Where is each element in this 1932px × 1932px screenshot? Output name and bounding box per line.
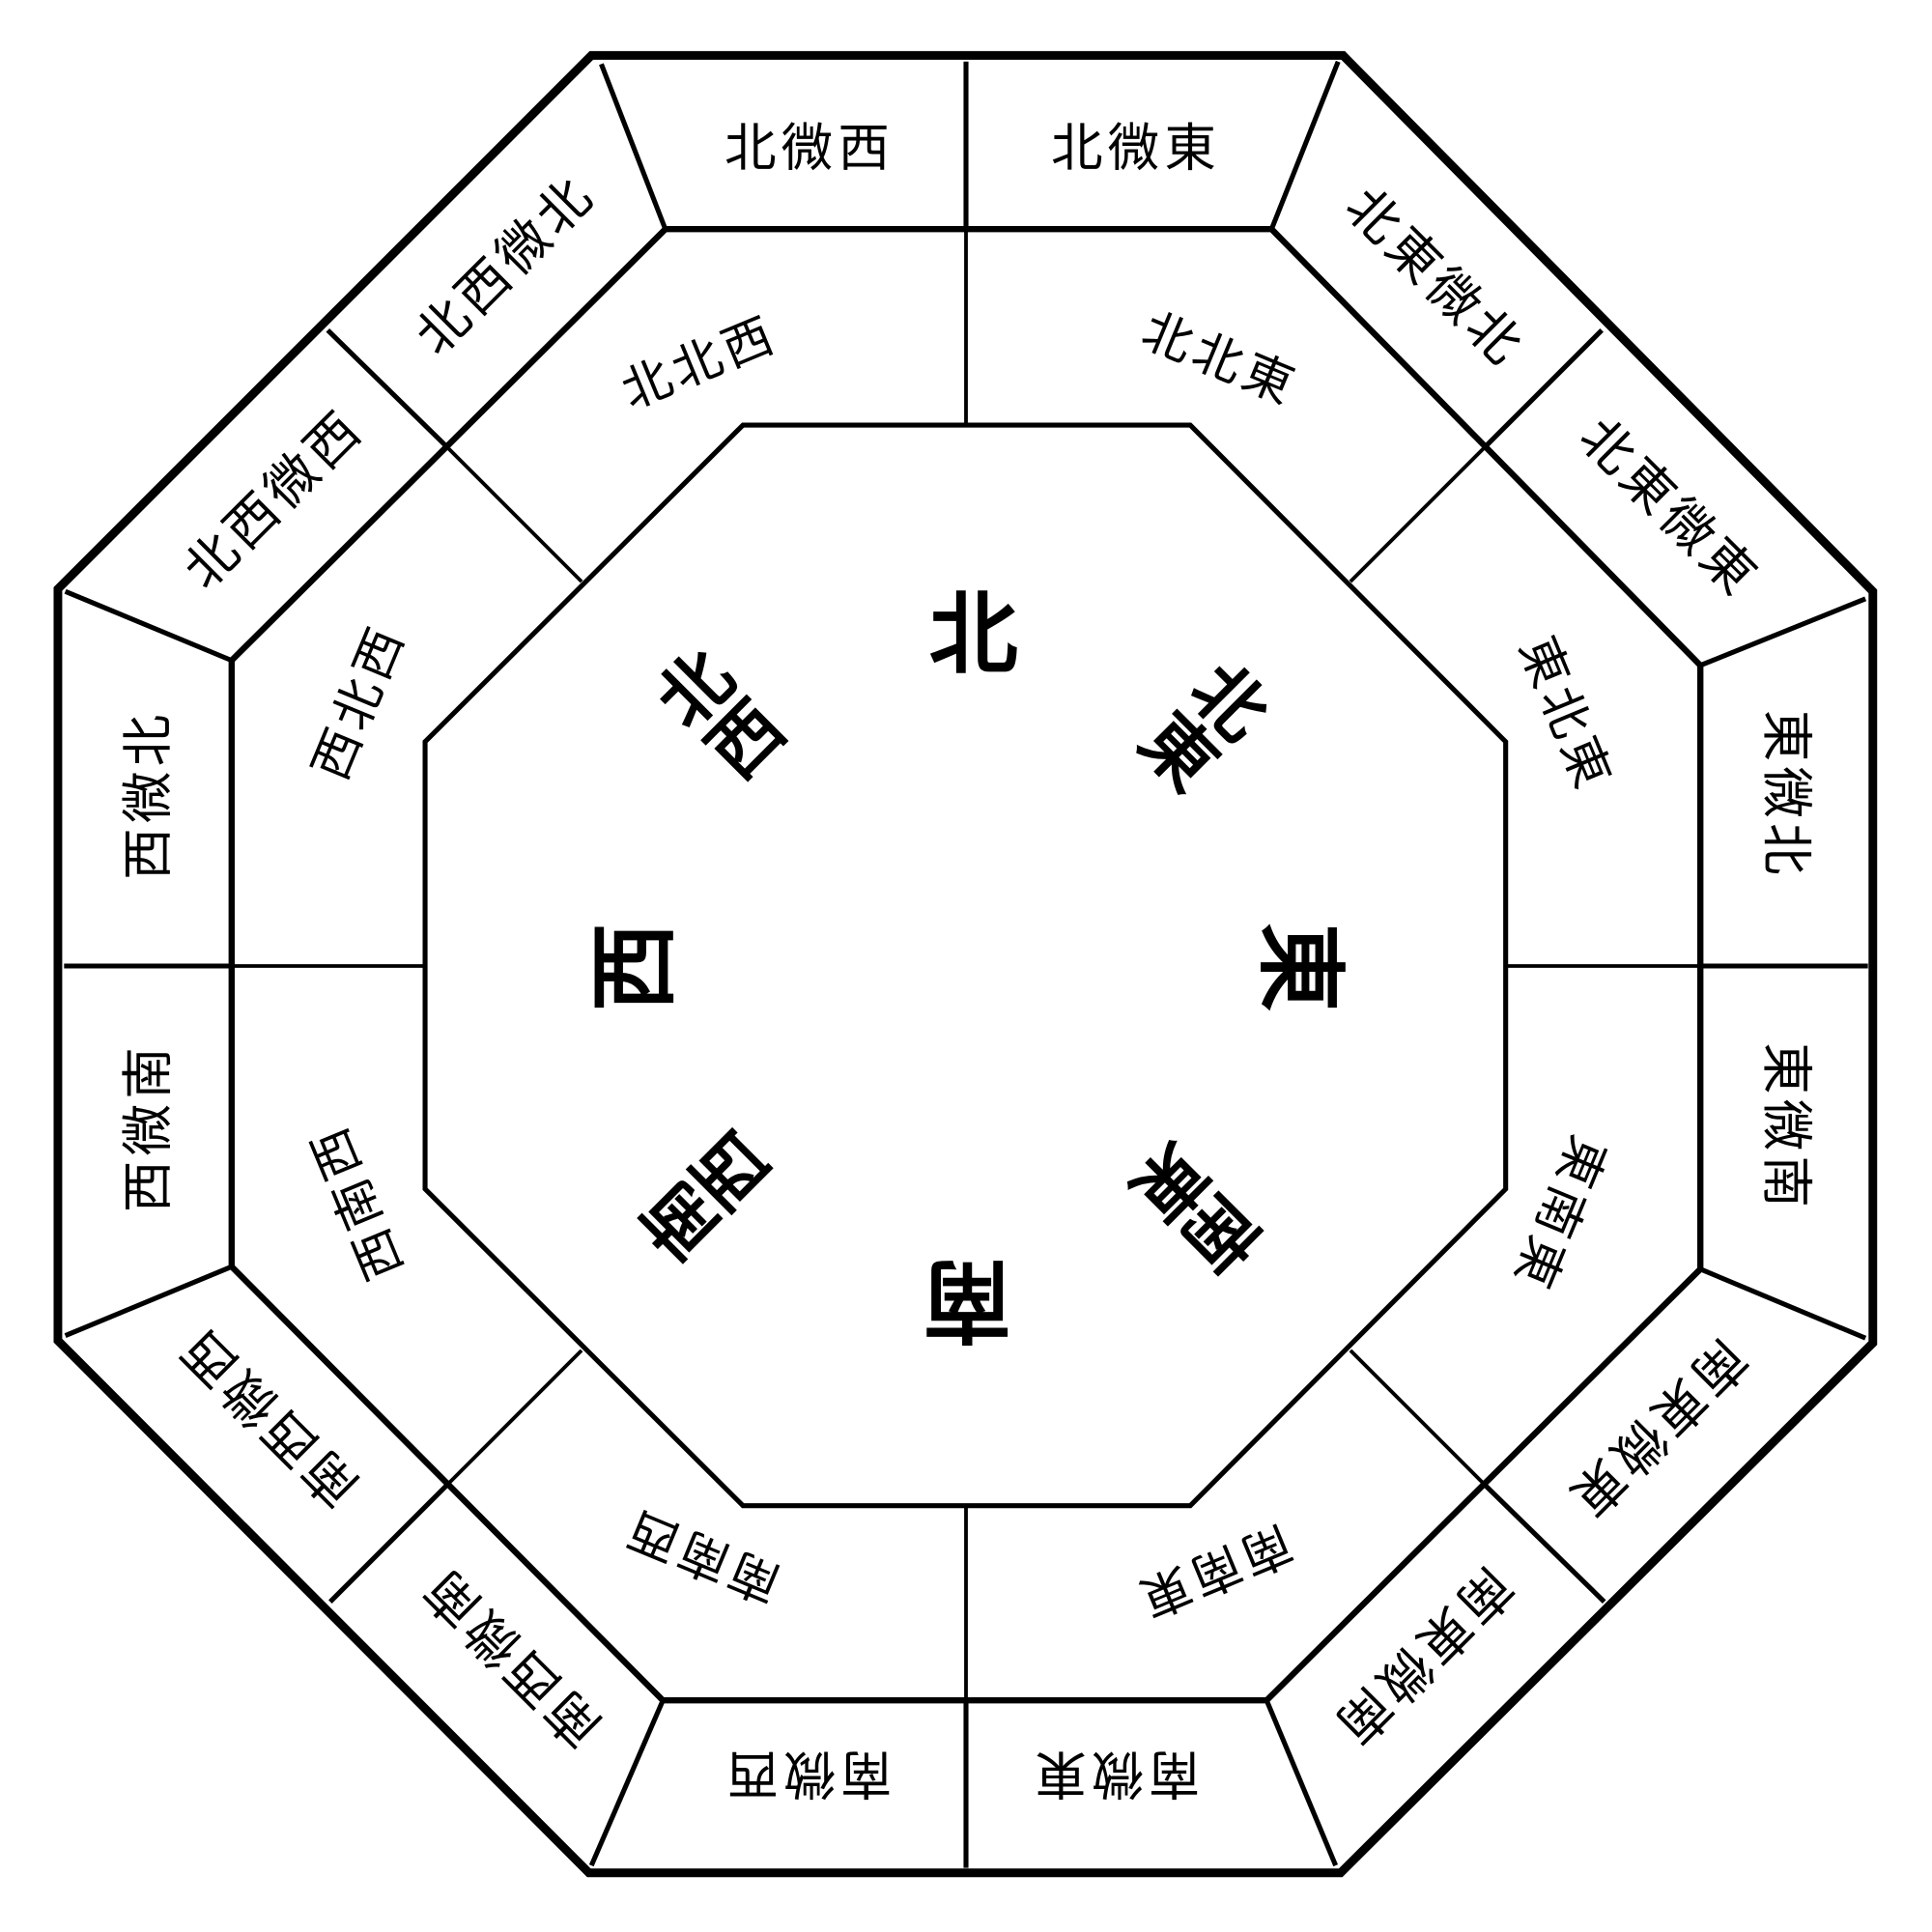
middle-ring-dividers <box>231 229 1701 1701</box>
label-north: 北 <box>929 582 1018 686</box>
label-wnw: 西北西 <box>302 616 417 788</box>
label-se-by-s: 南東微南 <box>1321 1555 1524 1758</box>
label-south: 南 <box>923 1248 1011 1351</box>
label-s-by-w: 南微西 <box>722 1744 892 1804</box>
label-sse: 南南東 <box>1127 1514 1299 1629</box>
label-northeast: 北東 <box>1122 640 1281 800</box>
label-w-by-n: 西微北 <box>118 710 179 880</box>
label-nw-by-w: 北西微西 <box>172 397 375 600</box>
label-e-by-s: 東微南 <box>1756 1042 1817 1212</box>
label-n-by-e: 北微東 <box>1051 118 1221 179</box>
label-southeast: 南東 <box>1122 1125 1281 1285</box>
label-ne-by-n: 北東微北 <box>1334 176 1537 379</box>
label-west: 西 <box>582 923 686 1011</box>
label-s-by-e: 南微東 <box>1030 1744 1200 1804</box>
label-e-by-n: 東微北 <box>1756 710 1817 880</box>
label-nw-by-n: 北西微北 <box>404 163 607 366</box>
label-ene: 東北東 <box>1507 629 1622 801</box>
label-northwest: 北西 <box>635 638 794 797</box>
label-east: 東 <box>1248 923 1351 1011</box>
label-ne-by-e: 北東微東 <box>1568 406 1771 609</box>
label-nne: 北北東 <box>1134 302 1306 417</box>
label-se-by-e: 南東微東 <box>1555 1327 1758 1530</box>
label-w-by-s: 西微南 <box>118 1042 179 1212</box>
label-n-by-w: 北微西 <box>724 118 895 179</box>
inner-octagon <box>422 422 1509 1509</box>
label-ssw: 南南西 <box>616 1497 788 1612</box>
label-wsw: 西南西 <box>299 1116 414 1288</box>
outer-octagon <box>53 50 1878 1878</box>
label-southwest: 南西 <box>629 1122 788 1281</box>
outer-ring-dividers <box>64 60 1868 1868</box>
label-nnw: 北北西 <box>613 306 785 421</box>
label-ese: 東南東 <box>1501 1127 1616 1299</box>
label-sw-by-w: 南西微西 <box>167 1316 370 1519</box>
